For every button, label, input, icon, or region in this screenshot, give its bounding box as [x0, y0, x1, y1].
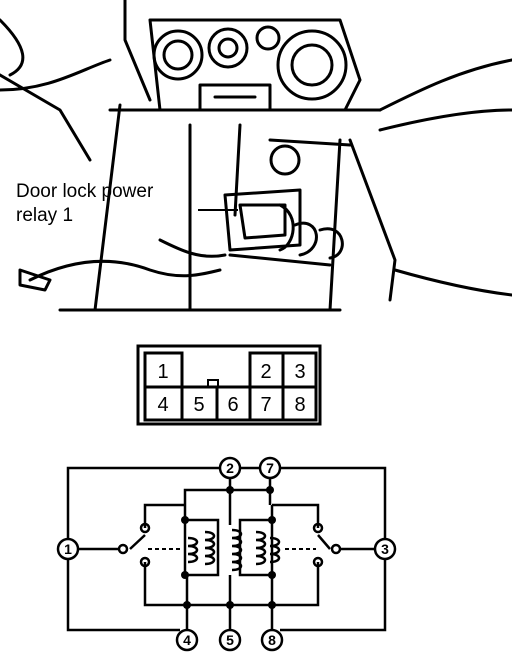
connector-pin-7: 7	[260, 394, 271, 416]
terminal-4-label: 4	[183, 632, 191, 648]
connector-pin-6: 6	[227, 394, 238, 416]
connector-pin-3: 3	[294, 361, 305, 383]
terminal-3-label: 3	[381, 541, 389, 557]
connector-pin-1: 1	[157, 361, 168, 383]
terminal-1-label: 1	[64, 541, 72, 557]
connector-pin-2: 2	[260, 361, 271, 383]
terminal-5-label: 5	[226, 632, 234, 648]
connector-pin-8: 8	[294, 394, 305, 416]
relay-callout-label: Door lock power relay 1	[16, 180, 153, 228]
terminal-7-label: 7	[266, 460, 274, 476]
terminal-2-label: 2	[226, 460, 234, 476]
callout-line-2: relay 1	[16, 205, 74, 226]
connector-pin-4: 4	[157, 394, 168, 416]
terminal-8-label: 8	[268, 632, 276, 648]
callout-line-1: Door lock power	[16, 181, 154, 202]
connector-pin-5: 5	[193, 394, 204, 416]
